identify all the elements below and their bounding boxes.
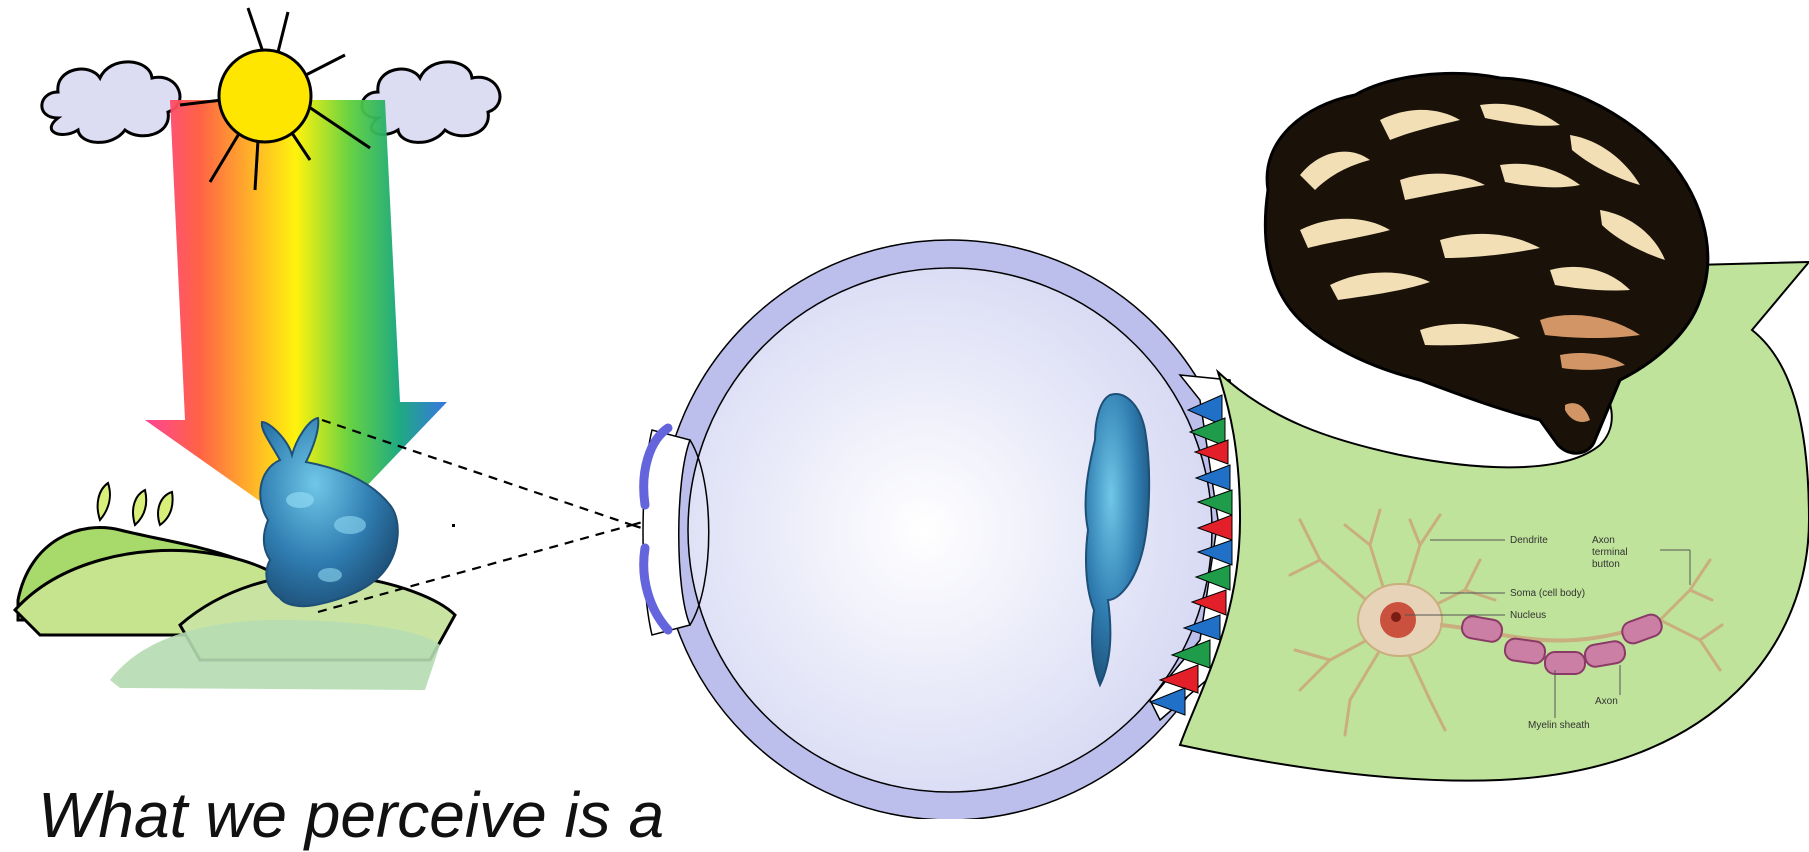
cloud-icon [42, 62, 180, 143]
perception-diagram: Dendrite Axon terminal button Soma (cell… [0, 0, 1809, 819]
eye-icon [643, 240, 1240, 819]
neuron-label-dendrite: Dendrite [1510, 535, 1548, 546]
neuron-label-myelin: Myelin sheath [1528, 720, 1590, 731]
neuron-label-axon-terminal-2: terminal [1592, 547, 1628, 558]
neuron-label-axon-terminal-3: button [1592, 559, 1620, 570]
neuron-label-nucleus: Nucleus [1510, 610, 1546, 621]
neuron-label-axon: Axon [1595, 696, 1618, 707]
caption-text: What we perceive is a [38, 778, 664, 852]
neuron-label-soma: Soma (cell body) [1510, 588, 1585, 599]
neuron-label-axon-terminal-1: Axon [1592, 535, 1615, 546]
